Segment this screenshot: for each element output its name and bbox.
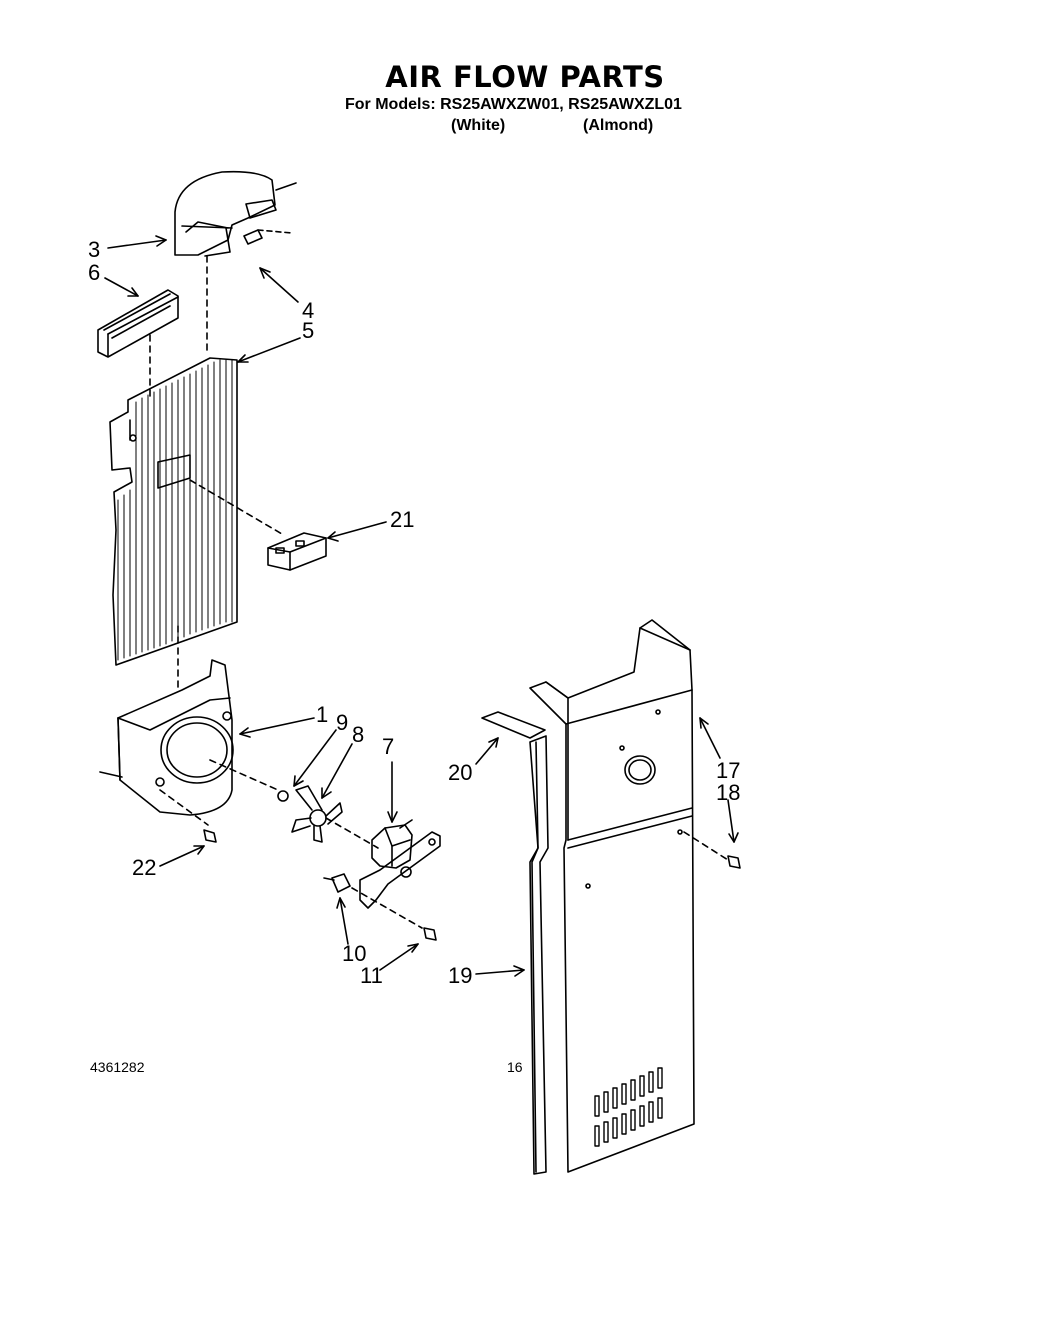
leader-arrows [104,235,739,977]
part-3-duct-cap [174,170,297,257]
callout-1: 1 [316,702,328,727]
callout-5: 5 [302,318,314,343]
callout-8: 8 [352,722,364,747]
part-4-screw [243,229,293,245]
callout-17: 17 [716,758,740,783]
callout-22: 22 [132,855,156,880]
page-number: 16 [507,1059,523,1075]
callout-7: 7 [382,734,394,759]
callout-18: 18 [716,780,740,805]
part-11-screw [423,927,437,941]
page-title: AIR FLOW PARTS [385,60,665,94]
part-7-fan-motor [359,819,441,909]
part-10-grommet [323,873,351,893]
color-white-label: (White) [451,117,506,134]
part-6-bracket [97,289,179,358]
callout-10: 10 [342,941,366,966]
part-20-seal [481,711,546,739]
panel-vents [594,1067,663,1147]
part-21-clip [267,532,327,571]
part-9-nut [277,790,289,802]
callout-6: 6 [88,260,100,285]
callout-21: 21 [390,507,414,532]
callout-19: 19 [448,963,472,988]
part-17-cover-panel [529,619,695,1173]
part-18-screw [727,855,741,869]
models-line: For Models: RS25AWXZW01, RS25AWXZL01 [345,96,682,113]
part-1-fan-shroud [99,659,234,816]
callout-20: 20 [448,760,472,785]
part-5-evaporator-cover [109,357,238,666]
callout-4: 4 [302,298,314,323]
callout-11: 11 [360,963,383,988]
part-22-screw [203,829,217,843]
part-19-gasket [529,735,549,1175]
color-almond-label: (Almond) [583,117,654,134]
callout-3: 3 [88,237,100,262]
part-8-fan-blade [291,785,343,843]
document-number: 4361282 [90,1059,145,1075]
callout-9: 9 [336,710,348,735]
evaporator-fins [117,359,233,661]
